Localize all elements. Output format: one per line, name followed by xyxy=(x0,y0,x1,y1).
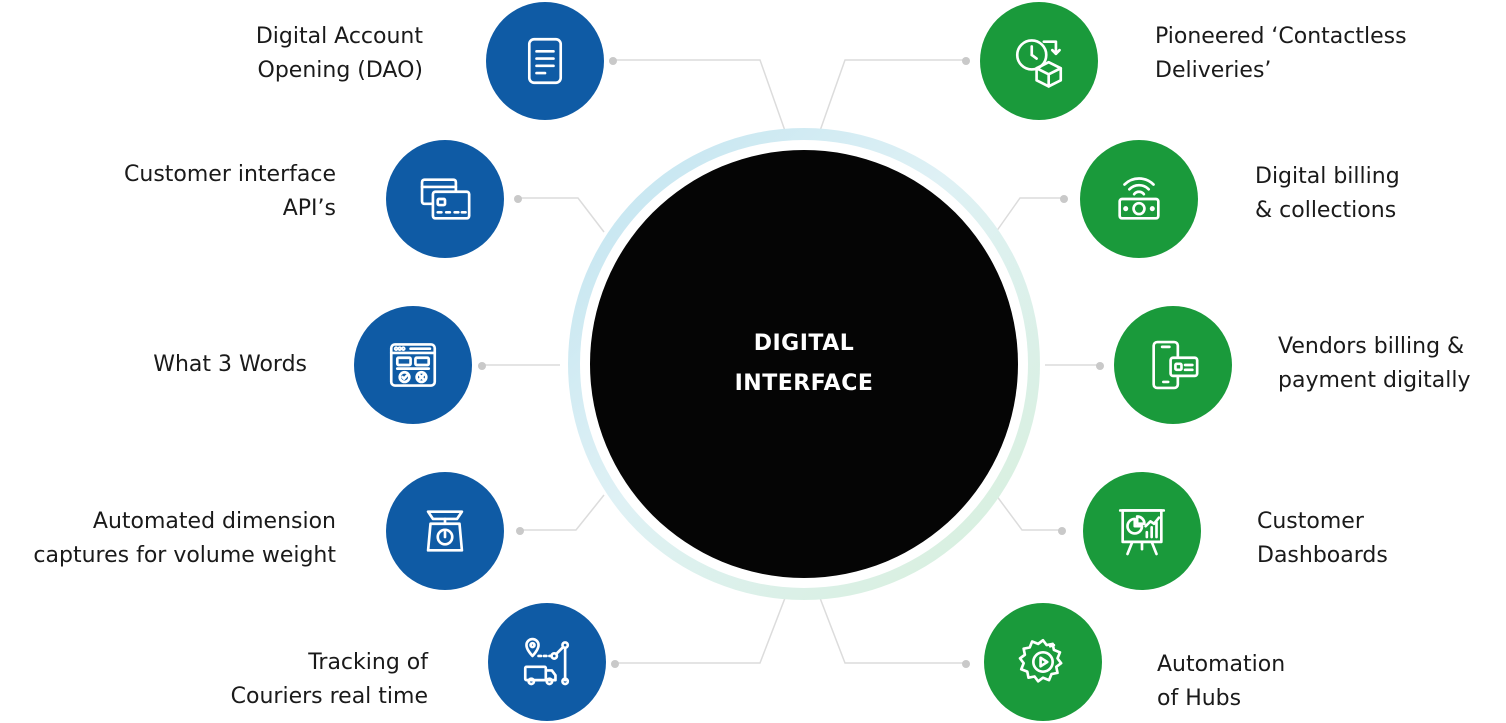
label-line: Digital billing xyxy=(1255,164,1400,189)
bubble-vendors-billing xyxy=(1114,306,1232,424)
gear-play-icon xyxy=(1018,638,1063,683)
label-automation-of-hubs: Automation of Hubs xyxy=(1157,648,1285,716)
label-digital-billing: Digital billing & collections xyxy=(1255,160,1400,228)
label-line: Tracking of xyxy=(308,650,428,675)
center-title-line-1: DIGITAL xyxy=(753,331,855,356)
connector-dot xyxy=(1058,527,1066,535)
bubble-tracking-couriers xyxy=(488,603,606,721)
bubble-automation-of-hubs xyxy=(984,603,1102,721)
label-customer-interface-api: Customer interface API’s xyxy=(124,158,336,226)
label-line: Customer interface xyxy=(124,162,336,187)
connector-right-5 xyxy=(814,584,966,664)
bubble-customer-interface-api xyxy=(386,140,504,258)
connector-right-1 xyxy=(814,59,966,146)
connector-dot xyxy=(478,362,486,370)
connector-left-4 xyxy=(520,494,605,531)
bubble-automated-dimension xyxy=(386,472,504,590)
label-line: Opening (DAO) xyxy=(257,58,423,83)
clock-box-icon xyxy=(1015,39,1063,88)
connector-dot xyxy=(609,57,617,65)
dashboard-board-icon xyxy=(1118,509,1166,556)
label-vendors-billing: Vendors billing & payment digitally xyxy=(1278,330,1471,398)
connector-left-2 xyxy=(518,197,605,233)
connector-right-2 xyxy=(995,197,1064,233)
bubble-contactless-deliveries xyxy=(980,2,1098,120)
weighing-scale-icon xyxy=(426,510,464,552)
connector-dot xyxy=(514,195,522,203)
browser-window-icon xyxy=(389,343,437,387)
label-line: & collections xyxy=(1255,198,1397,223)
central-hub-ring: DIGITAL INTERFACE xyxy=(580,140,1028,588)
label-line: Dashboards xyxy=(1257,543,1388,568)
connector-dot xyxy=(962,660,970,668)
label-line: Automation xyxy=(1157,652,1286,677)
central-hub: DIGITAL INTERFACE xyxy=(568,128,1040,600)
connector-right-4 xyxy=(995,494,1062,531)
document-icon xyxy=(527,37,563,85)
bubble-what-3-words xyxy=(354,306,472,424)
central-hub-core: DIGITAL INTERFACE xyxy=(590,150,1018,578)
wireless-cash-icon xyxy=(1118,177,1160,220)
label-line: Pioneered ‘Contactless xyxy=(1155,24,1407,49)
label-line: API’s xyxy=(282,196,336,221)
connector-dot xyxy=(1060,195,1068,203)
center-title-line-2: INTERFACE xyxy=(734,371,874,396)
phone-card-icon xyxy=(1152,340,1199,390)
label-line: Deliveries’ xyxy=(1155,58,1272,83)
cards-icon xyxy=(420,178,471,220)
connector-dot xyxy=(611,660,619,668)
label-line: What 3 Words xyxy=(153,352,307,377)
connector-dot xyxy=(516,527,524,535)
bubble-digital-billing xyxy=(1080,140,1198,258)
label-line: of Hubs xyxy=(1157,686,1242,711)
label-line: Customer xyxy=(1257,509,1364,534)
label-line: captures for volume weight xyxy=(33,543,336,568)
label-contactless-deliveries: Pioneered ‘Contactless Deliveries’ xyxy=(1155,20,1407,88)
label-tracking-couriers: Tracking of Couriers real time xyxy=(231,646,428,714)
route-truck-icon xyxy=(523,637,570,686)
bubble-digital-account-opening xyxy=(486,2,604,120)
label-digital-account-opening: Digital Account Opening (DAO) xyxy=(256,20,423,88)
label-line: Vendors billing & xyxy=(1278,334,1465,359)
connector-dot xyxy=(1096,362,1104,370)
label-customer-dashboards: Customer Dashboards xyxy=(1257,505,1388,573)
connector-left-5 xyxy=(614,584,791,664)
label-line: Digital Account xyxy=(255,24,423,49)
bubble-customer-dashboards xyxy=(1083,472,1201,590)
label-line: Couriers real time xyxy=(230,684,428,709)
label-what-3-words: What 3 Words xyxy=(153,348,307,382)
connector-left-1 xyxy=(612,59,791,146)
label-line: payment digitally xyxy=(1278,368,1471,393)
label-line: Automated dimension xyxy=(92,509,336,534)
label-automated-dimension: Automated dimension captures for volume … xyxy=(33,505,336,573)
connector-dot xyxy=(962,57,970,65)
